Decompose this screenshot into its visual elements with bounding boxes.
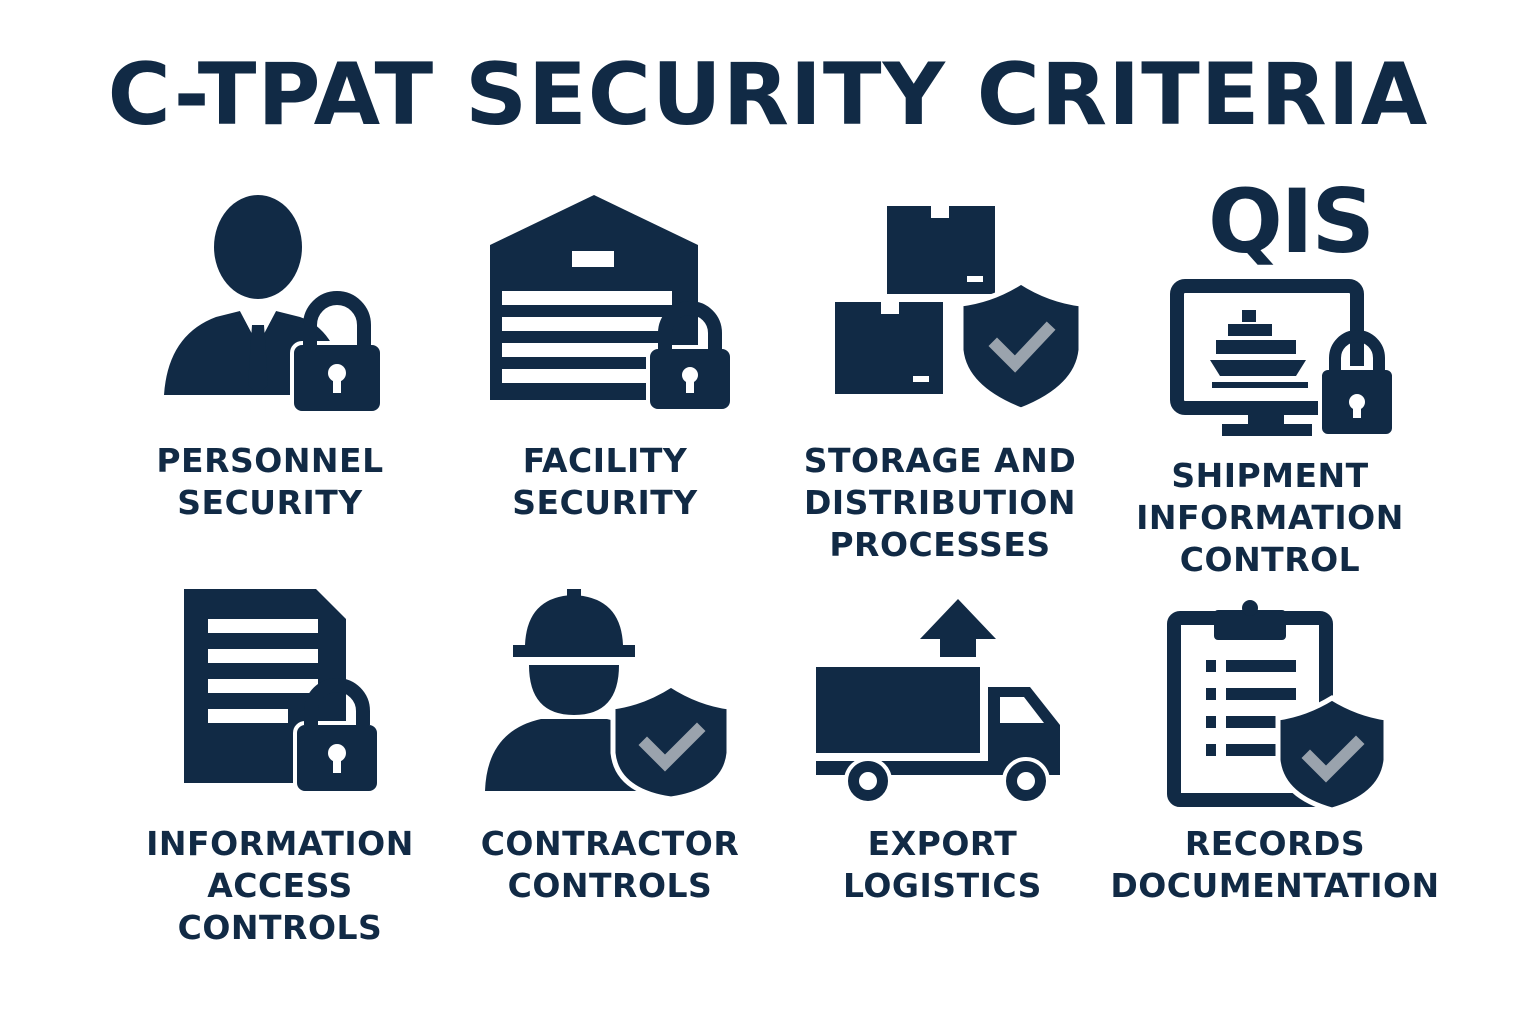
document-lock-icon [184,589,381,795]
clipboard-shield-icon [1167,600,1389,813]
qis-logo: QIS [1208,170,1375,273]
worker-shield-icon [485,589,732,802]
person-lock-icon [164,195,384,415]
page-title: C-TPAT SECURITY CRITERIA [107,45,1429,145]
boxes-shield-icon [835,206,1084,413]
truck-arrow-icon [816,599,1060,805]
monitor-ship-lock-icon [1170,279,1396,438]
warehouse-lock-icon [490,195,734,413]
